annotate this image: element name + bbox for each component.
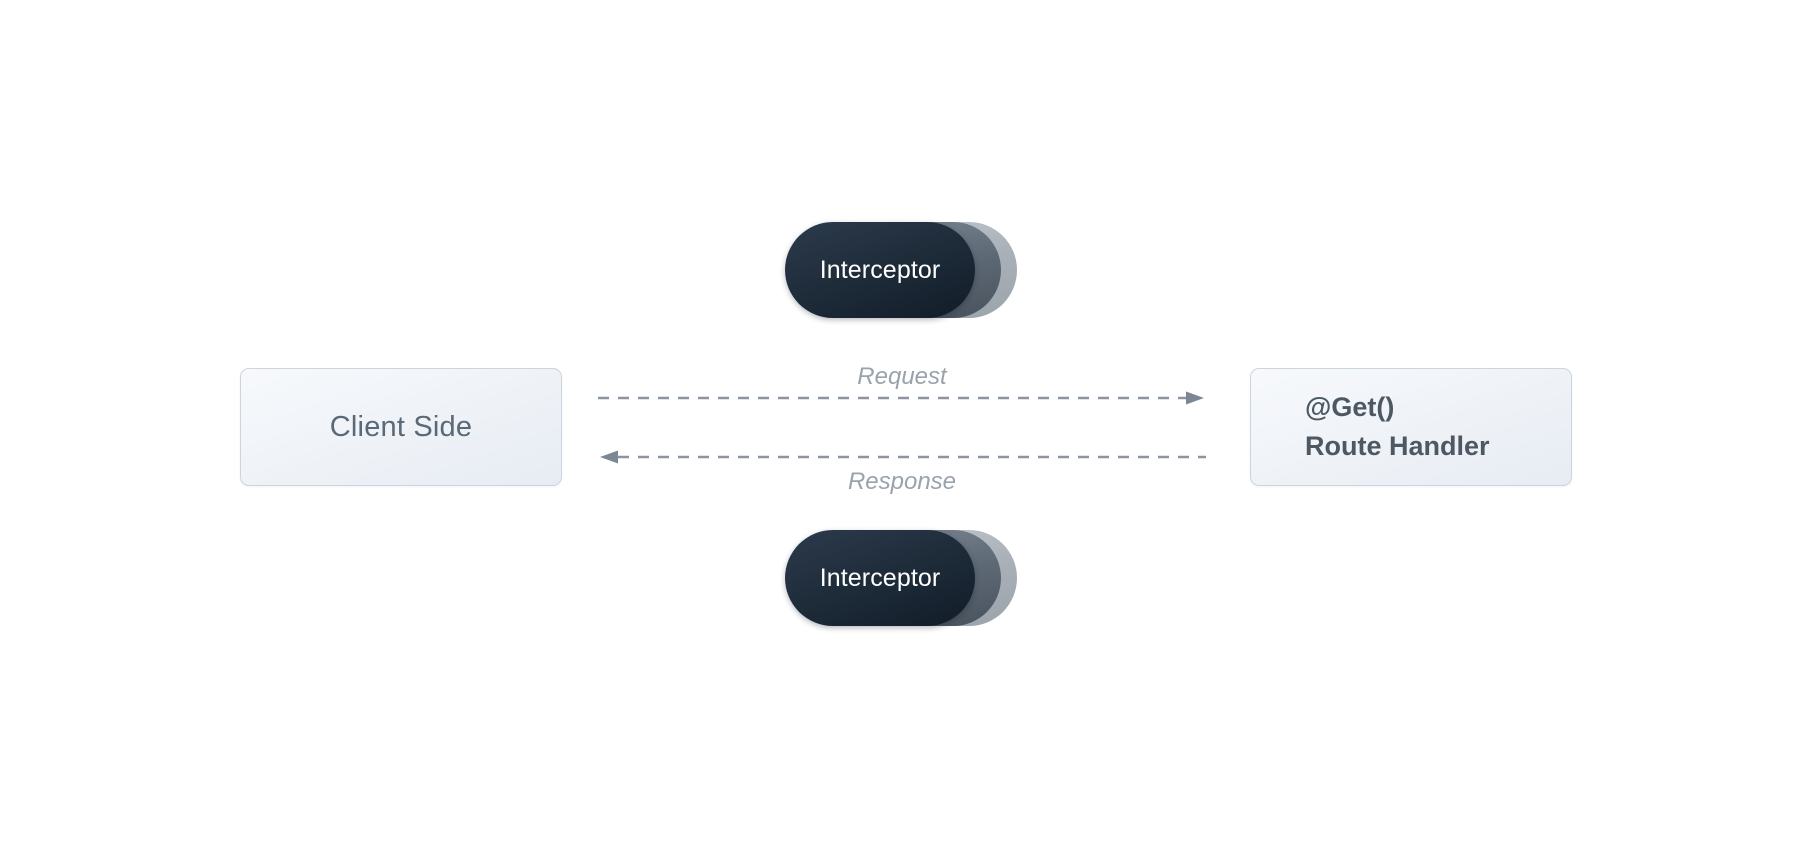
interceptor-top-label: Interceptor bbox=[819, 255, 941, 284]
interceptor-node-bottom[interactable]: Interceptor bbox=[785, 530, 1017, 626]
route-handler-decorator-label: @Get() bbox=[1305, 392, 1395, 423]
response-edge-label: Response bbox=[847, 468, 957, 495]
request-arrow bbox=[598, 390, 1206, 406]
request-arrow-svg bbox=[598, 391, 1204, 405]
client-side-label: Client Side bbox=[329, 410, 473, 443]
request-edge-label: Request bbox=[857, 363, 947, 390]
response-arrowhead-icon bbox=[600, 450, 618, 464]
route-handler-node[interactable]: @Get() Route Handler bbox=[1250, 368, 1572, 486]
client-side-node[interactable]: Client Side bbox=[240, 368, 562, 486]
interceptor-bottom-label: Interceptor bbox=[819, 563, 941, 592]
route-handler-text-block: @Get() Route Handler bbox=[1305, 390, 1490, 463]
interceptor-pill-front: Interceptor bbox=[785, 530, 975, 626]
request-arrowhead-icon bbox=[1186, 391, 1204, 405]
response-arrow bbox=[598, 449, 1206, 465]
route-handler-title-label: Route Handler bbox=[1305, 431, 1490, 461]
interceptor-pill-front: Interceptor bbox=[785, 222, 975, 318]
interceptor-node-top[interactable]: Interceptor bbox=[785, 222, 1017, 318]
response-arrow-svg bbox=[600, 450, 1206, 464]
